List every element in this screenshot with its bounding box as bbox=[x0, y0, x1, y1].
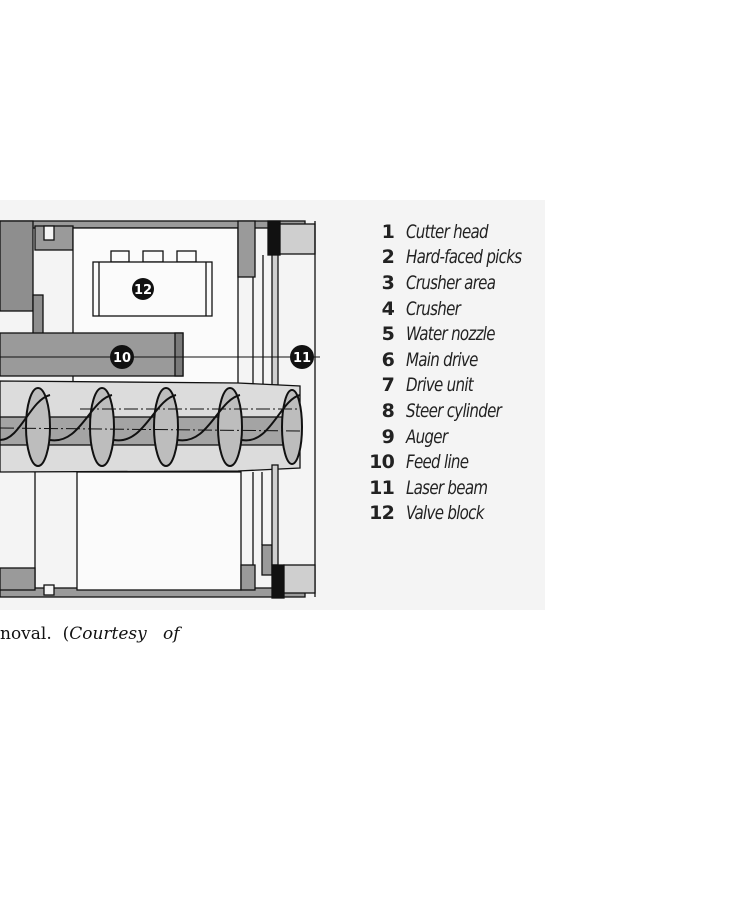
legend-label: Valve block bbox=[406, 502, 484, 525]
callout-12: 12 bbox=[132, 278, 154, 300]
legend-label: Water nozzle bbox=[406, 323, 496, 346]
legend-label: Drive unit bbox=[406, 374, 474, 397]
legend-label: Laser beam bbox=[406, 476, 488, 499]
legend-label: Steer cylinder bbox=[406, 399, 502, 422]
legend-number: 6 bbox=[381, 348, 395, 371]
legend-item: 10 Feed line bbox=[362, 449, 537, 475]
legend-number: 8 bbox=[381, 399, 395, 422]
legend-number: 2 bbox=[381, 246, 395, 269]
legend-item: 2 Hard-faced picks bbox=[362, 245, 537, 271]
legend-label: Hard-faced picks bbox=[406, 246, 522, 269]
legend-item: 4 Crusher bbox=[362, 296, 537, 322]
legend-item: 7 Drive unit bbox=[362, 373, 537, 399]
legend-number: 4 bbox=[381, 297, 395, 320]
svg-text:12: 12 bbox=[134, 283, 152, 298]
legend-label: Cutter head bbox=[406, 220, 489, 243]
legend-label: Crusher area bbox=[406, 271, 496, 294]
legend-label: Feed line bbox=[406, 451, 469, 474]
legend-number: 10 bbox=[369, 451, 395, 474]
legend-number: 11 bbox=[369, 476, 395, 499]
callout-10: 10 bbox=[110, 345, 134, 369]
legend-item: 1 Cutter head bbox=[362, 219, 537, 245]
svg-text:11: 11 bbox=[293, 351, 311, 366]
figure-caption: noval. (Courtesy of bbox=[0, 624, 180, 644]
legend-item: 3 Crusher area bbox=[362, 270, 537, 296]
caption-italic: Courtesy of bbox=[69, 624, 180, 644]
legend-label: Auger bbox=[406, 425, 448, 448]
legend-label: Crusher bbox=[406, 297, 461, 320]
legend-item: 11 Laser beam bbox=[362, 475, 537, 501]
legend-number: 9 bbox=[381, 425, 395, 448]
microtunneling-machine-drawing: 12 10 11 bbox=[0, 220, 320, 599]
legend-item: 5 Water nozzle bbox=[362, 321, 537, 347]
legend-number: 7 bbox=[381, 374, 395, 397]
callout-11: 11 bbox=[290, 345, 314, 369]
figure-legend: 1 Cutter head 2 Hard-faced picks 3 Crusher ar… bbox=[362, 219, 537, 526]
legend-label: Main drive bbox=[406, 348, 478, 371]
legend-item: 6 Main drive bbox=[362, 347, 537, 373]
legend-item: 8 Steer cylinder bbox=[362, 398, 537, 424]
legend-item: 9 Auger bbox=[362, 424, 537, 450]
caption-text: noval. ( bbox=[0, 624, 70, 644]
svg-text:10: 10 bbox=[113, 351, 131, 366]
legend-number: 12 bbox=[369, 502, 395, 525]
legend-number: 3 bbox=[381, 271, 395, 294]
legend-number: 1 bbox=[381, 220, 395, 243]
legend-item: 12 Valve block bbox=[362, 501, 537, 527]
legend-number: 5 bbox=[381, 323, 395, 346]
